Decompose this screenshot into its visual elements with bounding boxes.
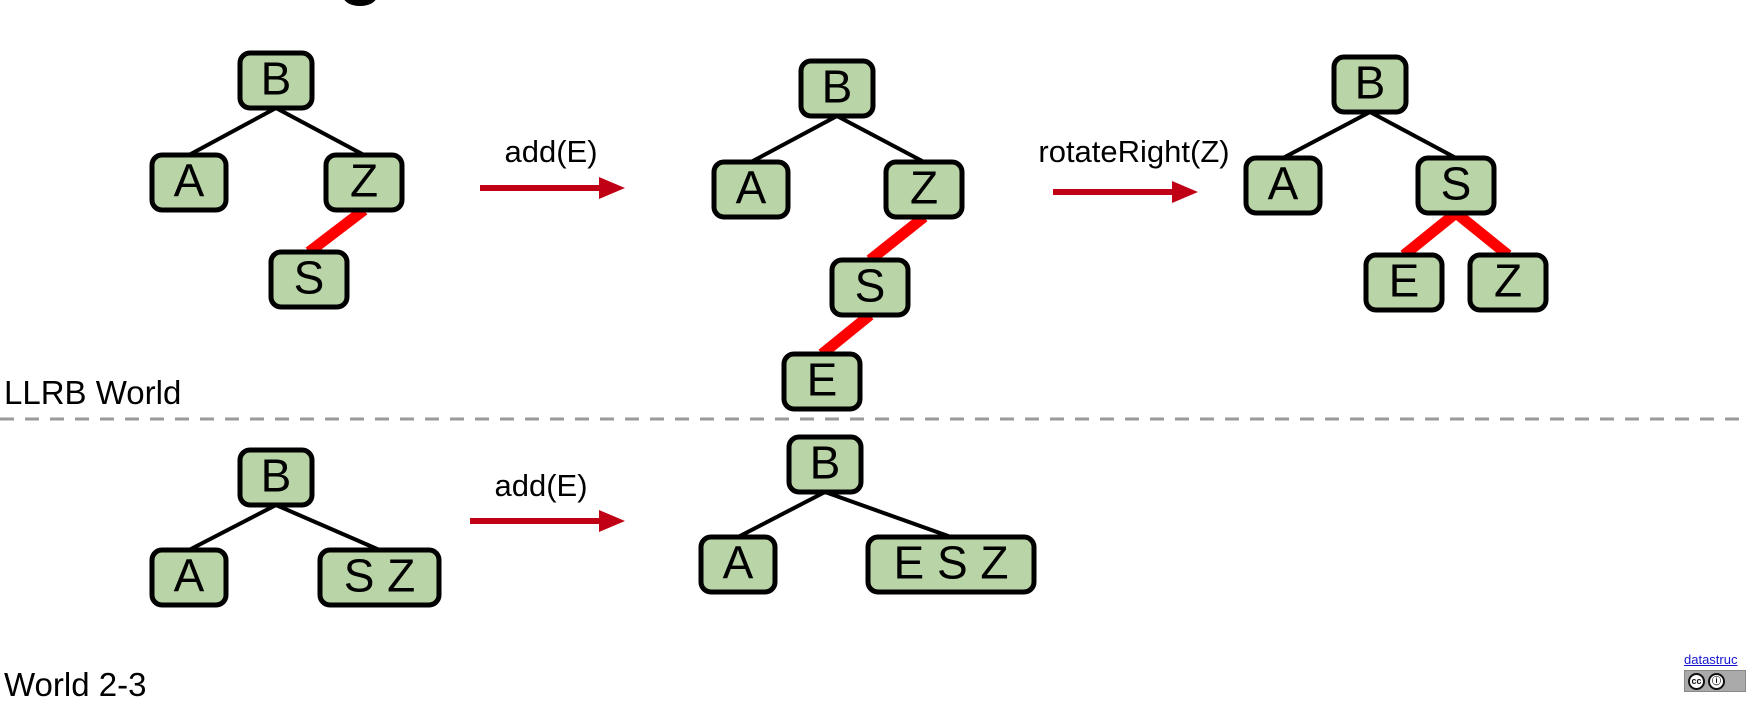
node-label: E S Z	[893, 537, 1008, 589]
tree-edge-t23-after-b-to-t23-after-esz	[824, 490, 952, 539]
tree-node-llrb-before-b[interactable]: B	[237, 50, 315, 111]
node-box	[323, 152, 405, 213]
cc-icon: cc	[1688, 672, 1705, 690]
node-label: B	[1355, 57, 1386, 109]
node-box	[698, 534, 778, 595]
node-label: Z	[1494, 255, 1522, 307]
tree-node-llrb-before-s[interactable]: S	[268, 249, 350, 310]
tree-node-t23-after-esz[interactable]: E S Z	[865, 534, 1037, 595]
operation-op-add-e-top: add(E)	[480, 134, 625, 199]
tree-edge-llrb-right-b-to-llrb-right-s	[1369, 110, 1457, 160]
node-label: B	[261, 53, 292, 105]
section-label-llrb-world: LLRB World	[4, 374, 181, 411]
tree-node-llrb-mid-a[interactable]: A	[711, 159, 791, 220]
operation-op-add-e-bottom: add(E)	[470, 468, 625, 532]
tree-edge-llrb-mid-b-to-llrb-mid-z	[836, 114, 925, 164]
cutoff-glyph-top	[344, 0, 376, 6]
tree-edge-t23-before-b-to-t23-before-a	[188, 503, 277, 552]
node-label: Z	[350, 155, 378, 207]
tree-node-llrb-right-z[interactable]: Z	[1467, 252, 1549, 313]
tree-edge-llrb-right-s-to-llrb-right-e	[1400, 208, 1460, 260]
operation-arrow-head	[599, 510, 625, 532]
node-box	[237, 50, 315, 111]
attribution-block: datastruc cc ⓘ	[1684, 653, 1750, 703]
node-label: E	[807, 354, 838, 406]
creative-commons-badge[interactable]: cc ⓘ	[1684, 670, 1746, 692]
tree-node-t23-before-sz[interactable]: S Z	[317, 547, 442, 608]
node-label: A	[723, 537, 754, 589]
node-box	[149, 547, 229, 608]
section-label-world-2-3: World 2-3	[4, 666, 146, 703]
node-label: A	[736, 162, 767, 214]
tree-node-llrb-before-z[interactable]: Z	[323, 152, 405, 213]
tree-edge-t23-before-b-to-t23-before-sz	[275, 503, 381, 552]
tree-node-llrb-right-e[interactable]: E	[1363, 252, 1445, 313]
tree-node-llrb-right-s[interactable]: S	[1415, 155, 1497, 216]
node-box	[1363, 252, 1445, 313]
tree-node-llrb-mid-b[interactable]: B	[798, 58, 876, 119]
tree-edge-llrb-before-b-to-llrb-before-z	[275, 106, 365, 157]
node-box	[1331, 54, 1409, 115]
node-box	[865, 534, 1037, 595]
tree-edge-llrb-mid-b-to-llrb-mid-a	[750, 114, 838, 164]
tree-edge-llrb-before-z-to-llrb-before-s	[305, 205, 368, 257]
node-label: E	[1389, 255, 1420, 307]
operation-label: add(E)	[494, 468, 587, 503]
node-label: A	[1268, 158, 1299, 210]
cc-by-person-icon: ⓘ	[1708, 672, 1725, 690]
operation-label: rotateRight(Z)	[1038, 134, 1229, 169]
node-box	[829, 257, 911, 318]
node-box	[237, 447, 315, 508]
edges-layer	[188, 106, 1512, 552]
tree-node-t23-before-b[interactable]: B	[237, 447, 315, 508]
node-box	[781, 351, 863, 412]
tree-edge-t23-after-b-to-t23-after-a	[737, 490, 826, 539]
node-box	[268, 249, 350, 310]
node-box	[1415, 155, 1497, 216]
node-label: B	[261, 450, 292, 502]
node-label: S	[294, 252, 325, 304]
operations-layer: add(E) rotateRight(Z) add(E)	[470, 134, 1230, 532]
node-label: B	[810, 437, 841, 489]
tree-edge-llrb-mid-s-to-llrb-mid-e	[818, 310, 874, 359]
tree-node-llrb-right-b[interactable]: B	[1331, 54, 1409, 115]
tree-node-t23-after-b[interactable]: B	[786, 434, 864, 495]
node-box	[149, 152, 229, 213]
node-label: S Z	[344, 550, 416, 602]
operation-arrow-head	[599, 177, 625, 199]
tree-edge-llrb-mid-z-to-llrb-mid-s	[866, 212, 928, 265]
node-label: Z	[910, 162, 938, 214]
tree-edge-llrb-right-b-to-llrb-right-a	[1282, 110, 1371, 160]
tree-node-llrb-right-a[interactable]: A	[1243, 155, 1323, 216]
node-box	[1243, 155, 1323, 216]
node-label: S	[1441, 158, 1472, 210]
node-box	[711, 159, 791, 220]
node-box	[798, 58, 876, 119]
tree-node-llrb-mid-z[interactable]: Z	[883, 159, 965, 220]
node-box	[317, 547, 442, 608]
tree-edge-llrb-right-s-to-llrb-right-z	[1452, 208, 1512, 260]
datastructures-link[interactable]: datastruc	[1684, 652, 1738, 667]
node-label: A	[174, 550, 205, 602]
tree-node-t23-before-a[interactable]: A	[149, 547, 229, 608]
tree-node-t23-after-a[interactable]: A	[698, 534, 778, 595]
node-label: S	[855, 260, 886, 312]
node-label: B	[822, 61, 853, 113]
node-box	[1467, 252, 1549, 313]
operation-label: add(E)	[504, 134, 597, 169]
operation-op-rotate-right-z: rotateRight(Z)	[1038, 134, 1230, 203]
misc-layer	[344, 0, 376, 6]
node-box	[883, 159, 965, 220]
node-box	[786, 434, 864, 495]
tree-edge-llrb-before-b-to-llrb-before-a	[188, 106, 277, 157]
operation-arrow-head	[1172, 181, 1198, 203]
tree-node-llrb-mid-s[interactable]: S	[829, 257, 911, 318]
node-label: A	[174, 155, 205, 207]
tree-node-llrb-mid-e[interactable]: E	[781, 351, 863, 412]
tree-node-llrb-before-a[interactable]: A	[149, 152, 229, 213]
